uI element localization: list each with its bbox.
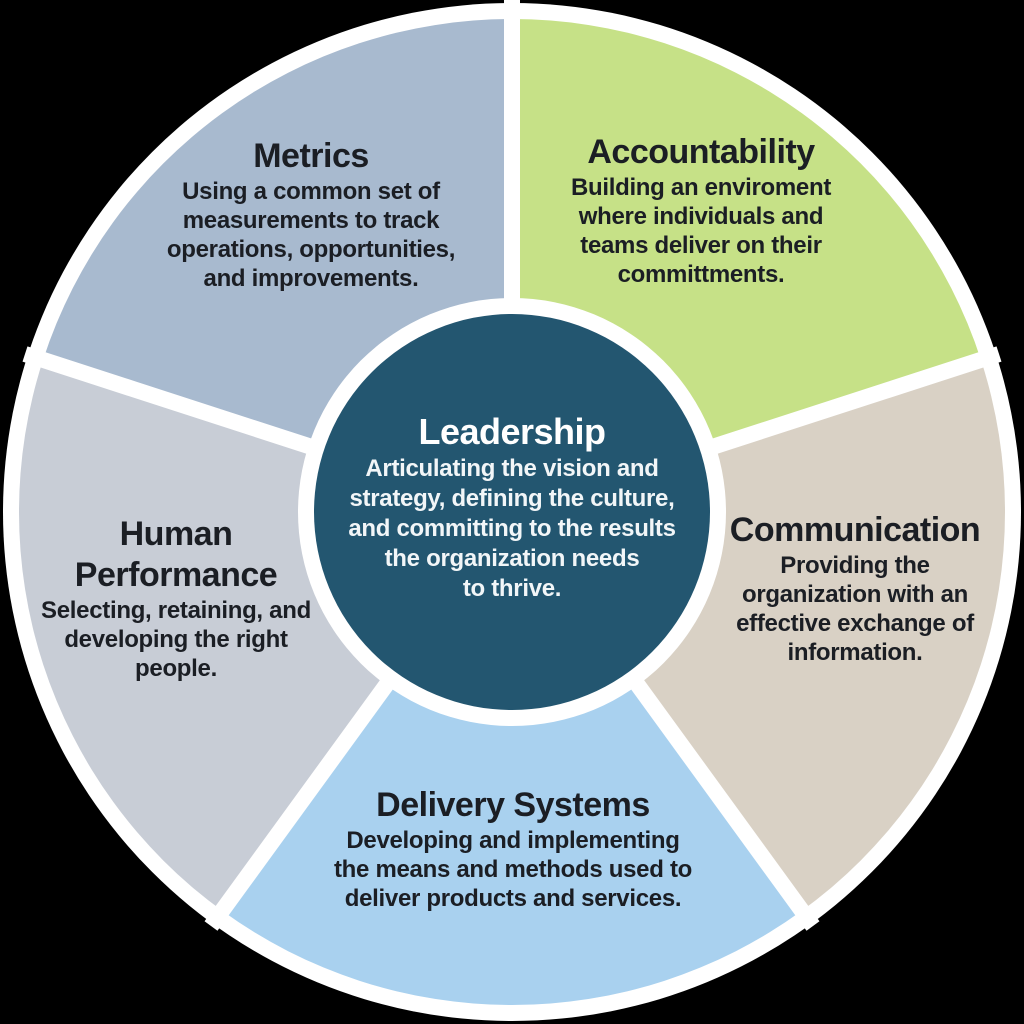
segment-delivery-systems-title: Delivery Systems: [376, 786, 650, 824]
description-line: and improvements.: [203, 265, 419, 292]
description-line: developing the right: [64, 626, 288, 653]
description-line: strategy, defining the culture,: [349, 485, 675, 512]
description-line: the means and methods used to: [333, 856, 693, 883]
segment-delivery-systems-description: Developing and implementing the means an…: [334, 826, 692, 913]
description-line: effective exchange of: [736, 610, 974, 637]
segment-metrics-label: Metrics Using a common set of measuremen…: [166, 136, 456, 293]
segment-accountability-label: Accountability Building an enviroment wh…: [571, 132, 831, 289]
segment-communication-title: Communication: [729, 511, 981, 549]
description-line: measurements to track: [182, 207, 440, 234]
description-line: information.: [787, 639, 923, 666]
center-circle: [314, 314, 710, 710]
title-line: Human: [119, 515, 233, 553]
segment-human-performance-title: Human Performance: [41, 514, 311, 596]
description-line: and committing to the results: [348, 515, 676, 542]
description-line: operations, opportunities,: [166, 236, 456, 263]
description-line: organization with an: [742, 581, 968, 608]
segment-delivery-systems-shape: [222, 512, 802, 1005]
center-leadership-description: Articulating the vision and strategy, de…: [348, 454, 676, 604]
description-line: Building an enviroment: [570, 174, 832, 201]
segment-accountability-description: Building an enviroment where individuals…: [571, 173, 831, 289]
center-leadership-title: Leadership: [418, 411, 606, 452]
description-line: committments.: [617, 261, 785, 288]
segment-human-performance-label: Human Performance Selecting, retaining, …: [41, 514, 311, 683]
segment-metrics-title: Metrics: [253, 137, 369, 175]
description-line: Providing the: [780, 552, 930, 579]
description-line: Selecting, retaining, and: [41, 597, 311, 624]
segment-communication-label: Communication Providing the organization…: [729, 510, 981, 667]
segment-communication-description: Providing the organization with an effec…: [730, 551, 980, 667]
description-line: the organization needs: [384, 545, 640, 572]
description-line: deliver products and services.: [344, 885, 682, 912]
description-line: to thrive.: [462, 575, 562, 602]
title-line: Performance: [74, 556, 278, 594]
segment-metrics-description: Using a common set of measurements to tr…: [166, 177, 456, 293]
segment-delivery-systems-label: Delivery Systems Developing and implemen…: [334, 785, 692, 913]
description-line: teams deliver on their: [580, 232, 822, 259]
description-line: where individuals and: [578, 203, 824, 230]
segment-accountability-title: Accountability: [587, 133, 815, 171]
center-leadership-label: Leadership Articulating the vision and s…: [348, 410, 676, 604]
segment-human-performance-description: Selecting, retaining, and developing the…: [41, 596, 311, 683]
description-line: Developing and implementing: [346, 827, 680, 854]
description-line: Articulating the vision and: [365, 455, 659, 482]
description-line: people.: [135, 655, 217, 682]
description-line: Using a common set of: [182, 178, 440, 205]
